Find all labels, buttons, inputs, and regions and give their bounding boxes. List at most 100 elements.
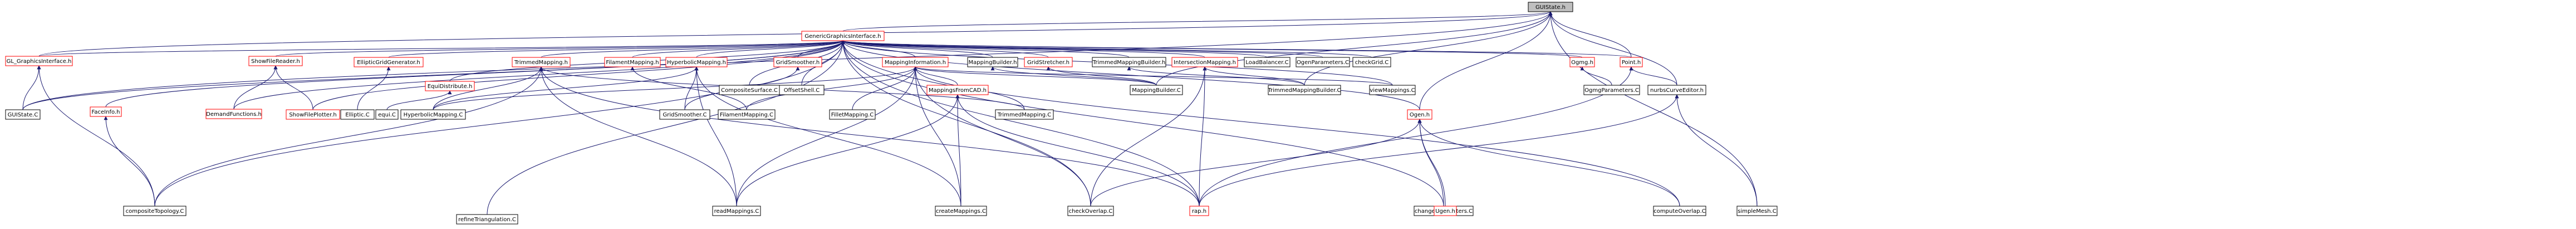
- edge-elliptic-grid-generator-h-to-generic-graphics-interface-h: [388, 40, 845, 58]
- node-mapping-information-h[interactable]: MappingInformation.h: [882, 57, 949, 67]
- node-box: [1528, 2, 1573, 12]
- edge-filament-mapping-c-to-filament-mapping-h: [630, 66, 747, 110]
- node-trimmed-mapping-builder-h[interactable]: TrimmedMappingBuilder.h: [1092, 57, 1166, 67]
- node-box: [1569, 57, 1595, 67]
- node-composite-topology-c[interactable]: compositeTopology.C: [123, 206, 187, 216]
- node-filament-mapping-c[interactable]: FilamentMapping.C: [718, 109, 776, 120]
- node-trimmed-mapping-h[interactable]: TrimmedMapping.h: [512, 57, 571, 67]
- edge-rap-h-to-mappings-from-cad-h: [955, 94, 1200, 207]
- node-load-balancer-c[interactable]: LoadBalancer.C: [1244, 57, 1291, 67]
- node-label: CompositeSurface.C: [721, 87, 778, 94]
- node-gl-graphics-interface-h[interactable]: GL_GraphicsInterface.h: [5, 56, 73, 66]
- edge-rap-h-to-trimmed-mapping-h: [539, 66, 1200, 207]
- node-mappings-from-cad-h[interactable]: MappingsFromCAD.h: [926, 85, 989, 95]
- node-ugen-h[interactable]: Ugen.h: [1434, 206, 1457, 216]
- node-box: [1067, 206, 1114, 216]
- node-grid-stretcher-h[interactable]: GridStretcher.h: [1024, 57, 1073, 67]
- edge-hyperbolic-mapping-c-to-hyperbolic-mapping-h: [433, 66, 699, 110]
- edge-point-h-to-gui-state-h: [1548, 11, 1632, 58]
- edge-nurbs-curve-editor-h-to-point-h: [1629, 66, 1677, 86]
- node-rap-h[interactable]: rap.h: [1189, 206, 1209, 216]
- node-hyperbolic-mapping-h[interactable]: HyperbolicMapping.h: [665, 57, 728, 67]
- edge-show-file-reader-h-to-generic-graphics-interface-h: [275, 40, 845, 57]
- edge-compute-overlap-c-to-ogen-h: [1417, 119, 1680, 207]
- node-box: [248, 56, 303, 66]
- edge-ugen-h-to-ogen-h: [1417, 119, 1446, 207]
- node-box: [1171, 57, 1238, 67]
- node-nurbs-curve-editor-h[interactable]: nurbsCurveEditor.h: [1647, 85, 1706, 95]
- node-refine-triangulation-c[interactable]: refineTriangulation.C: [456, 214, 518, 225]
- edge-check-overlap-c-to-mapping-information-h: [913, 66, 1091, 207]
- node-label: GridSmoother.C: [663, 112, 706, 118]
- edge-mapping-builder-c-to-grid-stretcher-h: [1046, 66, 1157, 86]
- node-intersection-mapping-h[interactable]: IntersectionMapping.h: [1171, 57, 1238, 67]
- edge-composite-topology-c-to-trimmed-mapping-h: [154, 66, 543, 207]
- node-fillet-mapping-c[interactable]: FilletMapping.C: [829, 109, 876, 120]
- edge-create-mappings-c-to-hyperbolic-mapping-h: [694, 66, 961, 207]
- node-box: [123, 206, 187, 216]
- edge-refine-triangulation-c-to-generic-graphics-interface-h: [487, 40, 845, 215]
- node-box: [340, 109, 375, 120]
- edge-mapping-builder-h-to-generic-graphics-interface-h: [841, 40, 993, 58]
- node-gui-state-c[interactable]: GUIState.C: [5, 109, 41, 120]
- node-mapping-builder-h[interactable]: MappingBuilder.h: [967, 57, 1018, 67]
- edge-hyperbolic-mapping-h-to-generic-graphics-interface-h: [696, 40, 845, 58]
- node-elliptic-grid-generator-h[interactable]: EllipticGridGenerator.h: [354, 57, 424, 67]
- node-ogmg-parameters-c[interactable]: OgmgParameters.C: [1583, 85, 1640, 95]
- edge-rap-h-to-intersection-mapping-h: [1199, 66, 1207, 207]
- node-trimmed-mapping-builder-c[interactable]: TrimmedMappingBuilder.C: [1267, 85, 1341, 95]
- edge-show-file-plotter-h-to-show-file-reader-h: [273, 65, 313, 110]
- edge-check-grid-c-to-generic-graphics-interface-h: [841, 40, 1372, 58]
- node-generic-graphics-interface-h[interactable]: GenericGraphicsInterface.h: [801, 31, 885, 41]
- node-ogen-h[interactable]: Ogen.h: [1407, 109, 1432, 120]
- node-box: [205, 109, 262, 119]
- node-hyperbolic-mapping-c[interactable]: HyperbolicMapping.C: [400, 109, 466, 120]
- node-equ-distribute-h[interactable]: EquiDistribute.h: [425, 81, 475, 91]
- node-ogen-parameters-c[interactable]: OgenParameters.C: [1296, 57, 1350, 67]
- node-box: [375, 109, 399, 120]
- edge-ogen-h-to-gui-state-h: [1419, 11, 1553, 110]
- node-simple-mesh-c[interactable]: simpleMesh.C: [1736, 206, 1778, 216]
- node-label: GL_GraphicsInterface.h: [7, 59, 72, 65]
- node-offset-shell-c[interactable]: OffsetShell.C: [779, 85, 825, 95]
- node-compute-overlap-c[interactable]: computeOverlap.C: [1653, 206, 1706, 216]
- node-point-h[interactable]: Point.h: [1620, 57, 1643, 67]
- node-label: ShowFileReader.h: [251, 59, 300, 65]
- node-show-file-reader-h[interactable]: ShowFileReader.h: [248, 56, 303, 66]
- node-gui-state-h[interactable]: GUIState.h: [1528, 2, 1573, 12]
- node-filament-mapping-h[interactable]: FilamentMapping.h: [604, 57, 661, 67]
- node-box: [5, 56, 73, 66]
- node-grid-smoother-c[interactable]: GridSmoother.C: [659, 109, 710, 120]
- node-label: Ugen.h: [1435, 208, 1455, 215]
- node-box: [779, 85, 825, 95]
- node-box: [1434, 206, 1457, 216]
- node-view-mappings-c[interactable]: viewMappings.C: [1369, 85, 1416, 95]
- node-create-mappings-c[interactable]: createMappings.C: [935, 206, 987, 216]
- dependency-edges: [22, 11, 1758, 215]
- node-trimmed-mapping-c[interactable]: TrimmedMapping.C: [995, 109, 1054, 120]
- node-elliptic-c[interactable]: Elliptic.C: [340, 109, 375, 120]
- node-grid-smoother-h[interactable]: GridSmoother.h: [773, 57, 822, 67]
- edge-intersection-mapping-h-to-generic-graphics-interface-h: [841, 40, 1205, 58]
- node-label: OgmgParameters.C: [1584, 87, 1639, 94]
- node-show-file-plotter-h[interactable]: ShowFilePlotter.h: [286, 109, 340, 120]
- node-read-mappings-c[interactable]: readMappings.C: [712, 206, 761, 216]
- node-ogmg-h[interactable]: Ogmg.h: [1569, 57, 1595, 67]
- node-mapping-builder-c[interactable]: MappingBuilder.C: [1130, 85, 1183, 95]
- node-equi-c[interactable]: equi.C: [375, 109, 399, 120]
- node-box: [882, 57, 949, 67]
- node-face-info-h[interactable]: FaceInfo.h: [90, 106, 122, 117]
- edge-rap-h-to-generic-graphics-interface-h: [841, 40, 1200, 207]
- node-demand-functions-h[interactable]: DemandFunctions.h: [205, 109, 262, 119]
- node-box: [967, 57, 1018, 67]
- node-check-grid-c[interactable]: checkGrid.C: [1352, 57, 1391, 67]
- edge-grid-smoother-c-to-hyperbolic-mapping-h: [684, 66, 699, 110]
- node-label: HyperbolicMapping.C: [404, 112, 463, 118]
- node-check-overlap-c[interactable]: checkOverlap.C: [1067, 206, 1114, 216]
- node-box: [90, 106, 122, 117]
- node-box: [354, 57, 424, 67]
- edge-simple-mesh-c-to-gui-state-h: [1548, 11, 1758, 207]
- node-composite-surface-c[interactable]: CompositeSurface.C: [719, 85, 780, 95]
- edge-mapping-builder-c-to-mapping-builder-h: [990, 66, 1157, 86]
- node-label: TrimmedMapping.h: [514, 60, 568, 66]
